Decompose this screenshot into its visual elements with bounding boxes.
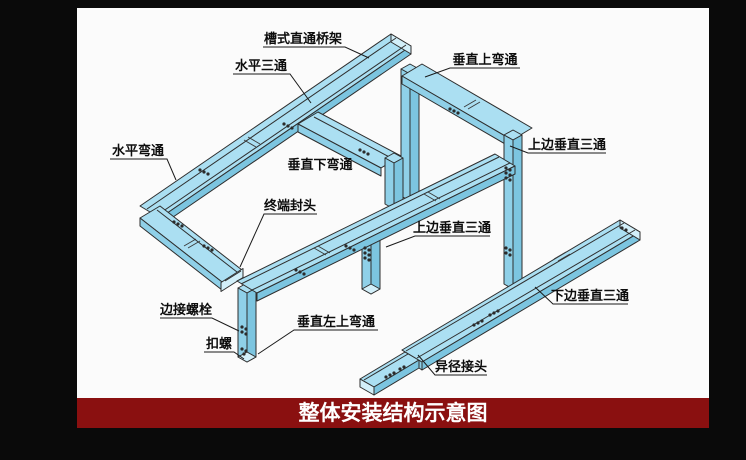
label-leader-edge-bolt (160, 317, 240, 332)
cable-tray-structure (139, 33, 641, 396)
label-end-cap: 终端封头 (264, 198, 316, 214)
bolt-dots (172, 107, 628, 379)
label-leader-buckle-screw (204, 351, 245, 360)
label-reducer-joint: 异径接头 (435, 359, 487, 375)
label-horizontal-tee: 水平三通 (235, 58, 287, 74)
label-leader-horizontal-tee (233, 73, 312, 104)
label-vertical-down-bend: 垂直下弯通 (287, 157, 352, 173)
label-upper-vertical-tee-mid: 上边垂直三通 (413, 220, 491, 236)
label-leader-trough-bridge (263, 46, 370, 59)
joint-seams (183, 99, 571, 262)
label-upper-vertical-tee-right: 上边垂直三通 (528, 137, 606, 153)
label-leader-upper-vertical-tee-mid (385, 235, 490, 248)
label-vertical-left-up-bend: 垂直左上弯通 (297, 314, 375, 330)
middle-tray (236, 153, 516, 302)
label-leader-vertical-up-bend (424, 67, 520, 78)
label-leader-lower-vertical-tee (534, 286, 628, 305)
corner-tray (139, 205, 244, 292)
label-leader-upper-vertical-tee-right (509, 145, 606, 154)
banner-title: 整体安装结构示意图 (299, 401, 488, 425)
title-banner (77, 398, 709, 428)
label-leader-reducer-joint (417, 354, 487, 376)
label-leader-vertical-left-up-bend (257, 329, 378, 355)
right-riser (503, 129, 523, 290)
label-lower-vertical-tee: 下边垂直三通 (551, 288, 629, 304)
label-horizontal-bend: 水平弯通 (112, 143, 164, 159)
hanging-stub-riser (361, 236, 381, 295)
label-vertical-up-bend: 垂直上弯通 (452, 52, 517, 68)
label-leader-end-cap (239, 213, 317, 268)
label-edge-bolt: 边接螺栓 (159, 302, 212, 318)
callout-labels: 槽式直通桥架水平三通垂直上弯通水平弯通垂直下弯通上边垂直三通终端封头上边垂直三通… (110, 31, 629, 376)
tee-branch-tray (297, 111, 402, 177)
label-trough-bridge: 槽式直通桥架 (264, 31, 342, 47)
label-leader-horizontal-bend (110, 158, 177, 181)
label-buckle-screw: 扣螺 (206, 336, 232, 352)
terminal-end-cap (220, 268, 244, 292)
down-bend-drop (384, 152, 404, 210)
upper-straight-tray (139, 33, 412, 227)
lower-tray-narrow (359, 351, 420, 396)
lower-tray-wide (401, 219, 641, 371)
